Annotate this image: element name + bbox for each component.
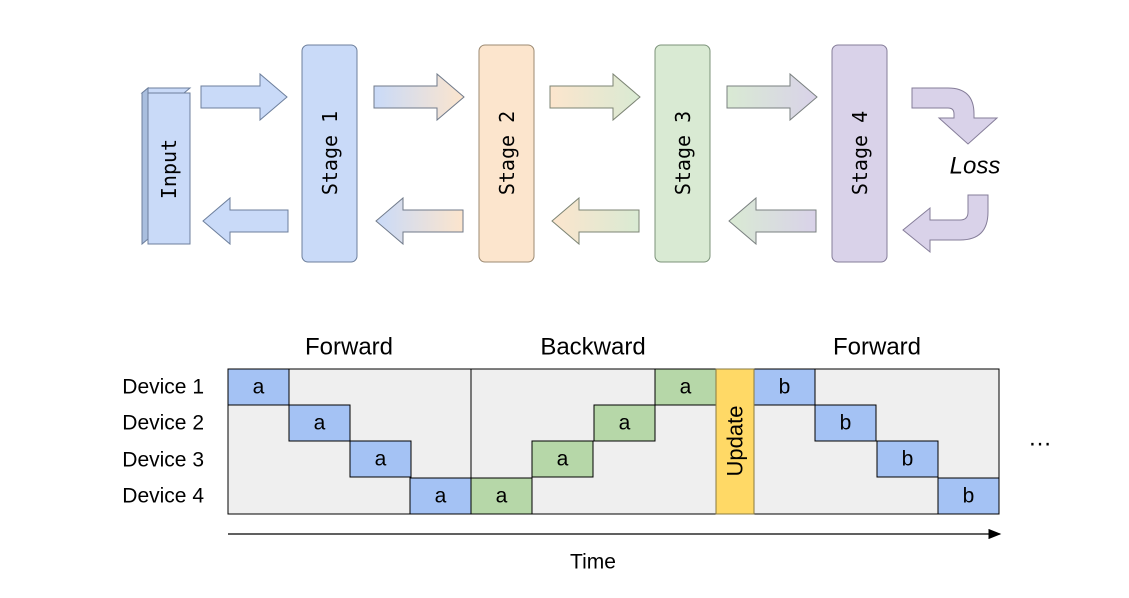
microbatch-block-forward: b bbox=[876, 440, 939, 478]
stage-4-label: Stage 4 bbox=[848, 111, 872, 195]
forward-arrow-stage3-stage4 bbox=[726, 72, 818, 122]
phase-label-backward: Backward bbox=[540, 334, 645, 361]
device-label-1: Device 1 bbox=[122, 376, 204, 399]
microbatch-block-backward: a bbox=[470, 477, 533, 515]
time-label: Time bbox=[570, 551, 616, 574]
device-label-2: Device 2 bbox=[122, 412, 204, 435]
stage-1: Stage 1 bbox=[301, 44, 358, 263]
microbatch-label: b bbox=[902, 448, 914, 471]
ellipsis: … bbox=[1028, 425, 1052, 452]
microbatch-block-forward: b bbox=[753, 368, 816, 406]
microbatch-blocks: a a a a a a a a b b b b bbox=[227, 368, 1000, 515]
microbatch-label: a bbox=[375, 448, 387, 471]
microbatch-block-forward: b bbox=[937, 477, 1000, 515]
microbatch-block-forward: a bbox=[288, 404, 351, 442]
microbatch-block-forward: b bbox=[814, 404, 877, 442]
stage-4: Stage 4 bbox=[831, 44, 888, 263]
phase-label-forward-2: Forward bbox=[833, 334, 921, 361]
device-label-3: Device 3 bbox=[122, 449, 204, 472]
microbatch-label: a bbox=[314, 412, 326, 435]
microbatch-label: b bbox=[840, 412, 852, 435]
microbatch-block-backward: a bbox=[654, 368, 717, 406]
forward-arrow-input-stage1 bbox=[200, 72, 288, 122]
input-block: Input bbox=[140, 86, 192, 246]
device-label-4: Device 4 bbox=[122, 485, 204, 508]
stage-2-label: Stage 2 bbox=[495, 111, 519, 195]
microbatch-block-forward: a bbox=[349, 440, 412, 478]
microbatch-label: a bbox=[619, 412, 631, 435]
microbatch-label: a bbox=[496, 485, 508, 508]
backward-arrow-stage1-input bbox=[202, 196, 289, 246]
microbatch-label: b bbox=[779, 376, 791, 399]
microbatch-label: a bbox=[680, 376, 692, 399]
backward-arrow-stage3-stage2 bbox=[551, 196, 640, 246]
curved-arrow-to-loss bbox=[911, 87, 999, 145]
backward-arrow-stage2-stage1 bbox=[375, 196, 464, 246]
stage-1-label: Stage 1 bbox=[318, 111, 342, 195]
microbatch-label: b bbox=[963, 485, 975, 508]
update-block: Update bbox=[715, 368, 755, 515]
microbatch-block-forward: a bbox=[409, 477, 472, 515]
microbatch-block-backward: a bbox=[531, 440, 594, 478]
input-label: Input bbox=[157, 139, 181, 199]
stage-3: Stage 3 bbox=[654, 44, 711, 263]
microbatch-block-backward: a bbox=[593, 404, 656, 442]
forward-arrow-stage2-stage3 bbox=[549, 72, 641, 122]
stage-3-label: Stage 3 bbox=[671, 111, 695, 195]
update-label: Update bbox=[723, 406, 748, 477]
microbatch-block-forward: a bbox=[227, 368, 290, 406]
stage-2: Stage 2 bbox=[478, 44, 535, 263]
microbatch-label: a bbox=[435, 485, 447, 508]
curved-arrow-from-loss bbox=[902, 194, 989, 254]
microbatch-label: a bbox=[557, 448, 569, 471]
phase-label-forward-1: Forward bbox=[305, 334, 393, 361]
backward-arrow-stage4-stage3 bbox=[728, 196, 817, 246]
microbatch-label: a bbox=[253, 376, 265, 399]
loss-label: Loss bbox=[950, 153, 1001, 180]
forward-arrow-stage1-stage2 bbox=[373, 72, 465, 122]
